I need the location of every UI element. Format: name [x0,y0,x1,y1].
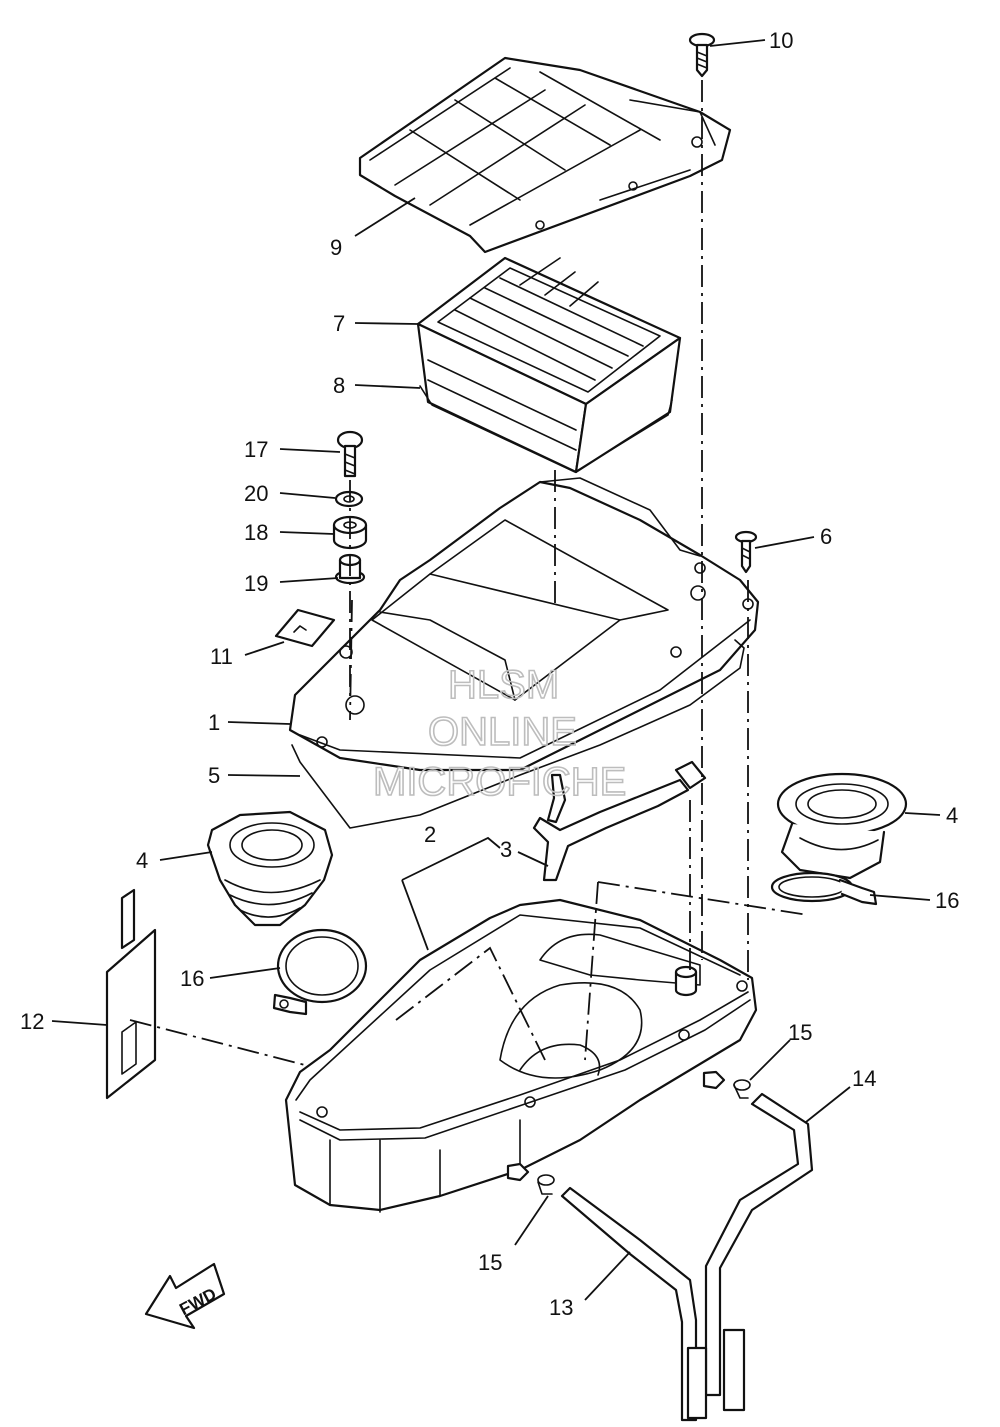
part-2-case [284,898,758,1213]
part-15-clip-right [702,1070,751,1099]
part-3-breather-pipe [532,760,707,882]
callout-15-left: 15 [478,1250,502,1275]
alignment-lines [129,80,809,1066]
callout-9: 9 [330,235,342,260]
callout-13: 13 [549,1295,573,1320]
part-13-hose [560,1186,708,1422]
callout-7: 7 [333,311,345,336]
callout-12: 12 [20,1009,44,1034]
part-7-filter-element [416,256,682,474]
part-6-screw [734,530,758,574]
callout-15-right: 15 [788,1020,812,1045]
watermark-line-1: HLSM [448,663,559,707]
part-8-gasket [419,385,673,473]
part-4-joint-right [776,772,908,880]
watermark: HLSM ONLINE MICROFICHE [372,662,627,805]
callout-4-right: 4 [946,803,958,828]
fwd-arrow-icon: FWD [144,1262,226,1330]
callout-8: 8 [333,373,345,398]
watermark-line-3: MICROFICHE [373,760,626,804]
part-10-screw [688,32,716,78]
part-16-clamp-right [770,871,878,906]
callout-18: 18 [244,520,268,545]
callout-16-left: 16 [180,966,204,991]
part-14-hose [704,1092,814,1412]
part-11-label [274,608,336,648]
callout-11: 11 [210,644,233,669]
callout-4-left: 4 [136,848,148,873]
callout-14: 14 [852,1066,876,1091]
callout-19: 19 [244,571,268,596]
callout-20: 20 [244,481,268,506]
watermark-line-2: ONLINE [428,710,577,754]
callout-3: 3 [500,837,512,862]
part-4-joint-left [206,810,334,927]
callout-10: 10 [769,28,793,53]
callout-1: 1 [208,710,220,735]
callout-2: 2 [424,822,436,847]
callout-6: 6 [820,524,832,549]
part-12-label [105,888,157,1100]
part-1-case-cover [288,477,760,772]
part-9-grille-cover [358,56,732,254]
part-17-bolt [336,430,364,478]
part-5-seal [291,639,745,829]
callout-17: 17 [244,437,268,462]
leader-lines [51,39,941,1301]
callout-5: 5 [208,763,220,788]
part-16-clamp-left [272,928,368,1016]
part-15-clip-left [506,1162,555,1195]
callout-numbers: 1 2 3 4 4 5 6 7 8 9 10 11 12 13 14 15 15… [20,28,959,1320]
callout-16-right: 16 [935,888,959,913]
part-20-washer [334,490,364,508]
